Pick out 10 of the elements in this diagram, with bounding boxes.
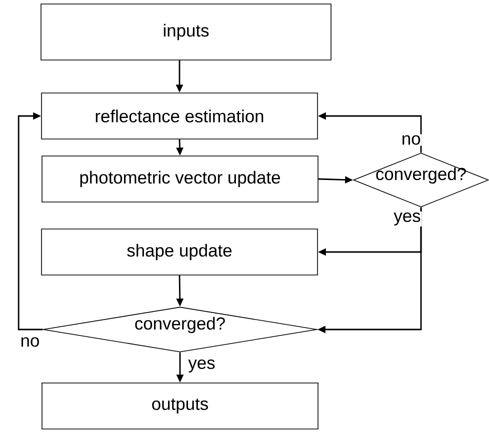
edge-label: no <box>19 336 41 348</box>
edge-label: no <box>400 134 422 146</box>
process-box: reflectance estimation <box>41 92 318 140</box>
process-box: photometric vector update <box>42 156 318 202</box>
process-box: outputs <box>42 382 318 430</box>
edge-label: yes <box>187 358 216 374</box>
process-box: inputs <box>40 4 332 60</box>
arrow <box>18 112 43 330</box>
process-box: shape update <box>41 228 318 276</box>
edge-label: yes <box>392 212 422 226</box>
